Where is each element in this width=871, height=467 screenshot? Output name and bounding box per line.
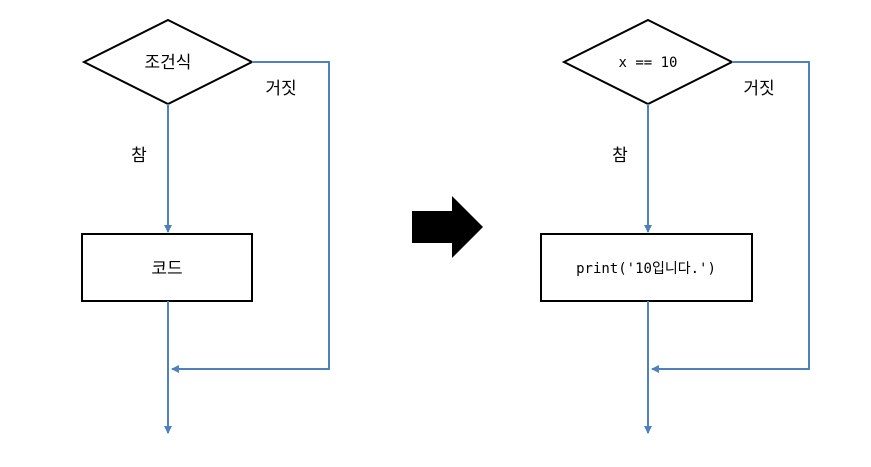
left-flowchart: 조건식 참 코드 거짓 bbox=[81, 18, 330, 434]
right-flowchart: x == 10 참 print('10입니다.') 거짓 bbox=[540, 18, 810, 434]
left-process-text: 코드 bbox=[151, 259, 182, 279]
right-decision-text: x == 10 bbox=[618, 55, 677, 71]
right-false-label: 거짓 bbox=[743, 79, 774, 99]
left-decision-text: 조건식 bbox=[145, 53, 192, 73]
right-true-label: 참 bbox=[612, 146, 628, 166]
right-process-text: print('10입니다.') bbox=[576, 261, 716, 277]
left-process-box bbox=[81, 233, 253, 302]
left-false-label: 거짓 bbox=[265, 79, 296, 99]
left-false-connector bbox=[171, 61, 330, 373]
right-false-connector bbox=[651, 61, 810, 373]
right-arrow-icon bbox=[412, 196, 483, 258]
left-true-label: 참 bbox=[131, 146, 147, 166]
right-process-box bbox=[540, 233, 753, 302]
